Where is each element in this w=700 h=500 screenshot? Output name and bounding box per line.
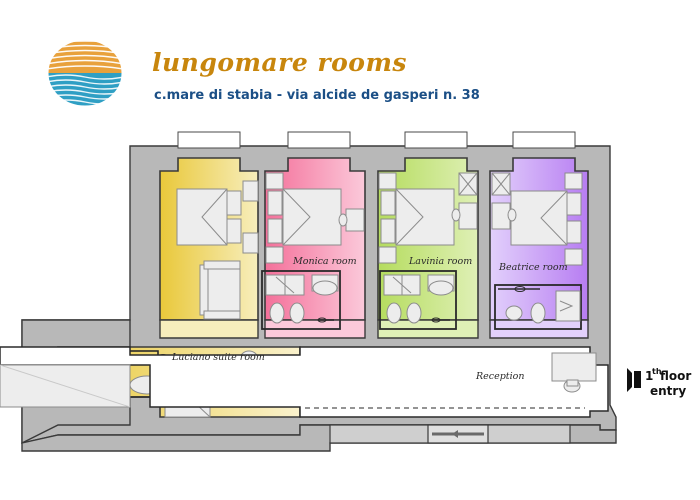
bathroom-beatrice	[494, 284, 582, 330]
furniture-luciano-sofa	[199, 260, 241, 320]
brand-subtitle: c.mare di stabia - via alcide de gasperi…	[154, 88, 480, 103]
sun-sea-circle-logo	[46, 38, 124, 108]
bathroom-monica	[261, 270, 341, 330]
bathroom-lavinia	[379, 270, 457, 330]
furniture-lavinia-bed	[378, 172, 478, 264]
entry-floor-word: floor	[660, 369, 691, 383]
reception-area[interactable]	[0, 346, 609, 418]
floor-plan-drawing: Monica room Lavinia room Beatrice room L…	[0, 125, 700, 500]
plan-svg: Monica room Lavinia room Beatrice room L…	[0, 131, 691, 452]
page-header: lungomare rooms c.mare di stabia - via a…	[0, 0, 700, 125]
entrance-door[interactable]	[329, 424, 571, 444]
room-label-lavinia: Lavinia room	[408, 256, 472, 267]
brand-name: lungomare rooms	[152, 48, 407, 77]
furniture-beatrice-bed	[491, 172, 583, 266]
room-label-beatrice: Beatrice room	[498, 262, 568, 273]
entry-line2: entry	[650, 384, 686, 398]
furniture-monica-bed	[265, 172, 365, 264]
entry-floor-ordinal: th	[652, 367, 662, 376]
furniture-luciano-bed	[176, 180, 259, 254]
room-label-monica: Monica room	[292, 256, 357, 267]
balcony-bays	[177, 131, 576, 149]
entry-floor-number: 1	[645, 369, 653, 383]
entry-arrow-icon	[627, 368, 641, 392]
room-label-luciano: Luciano suite room	[171, 352, 265, 363]
reception-label: Reception	[475, 371, 525, 382]
